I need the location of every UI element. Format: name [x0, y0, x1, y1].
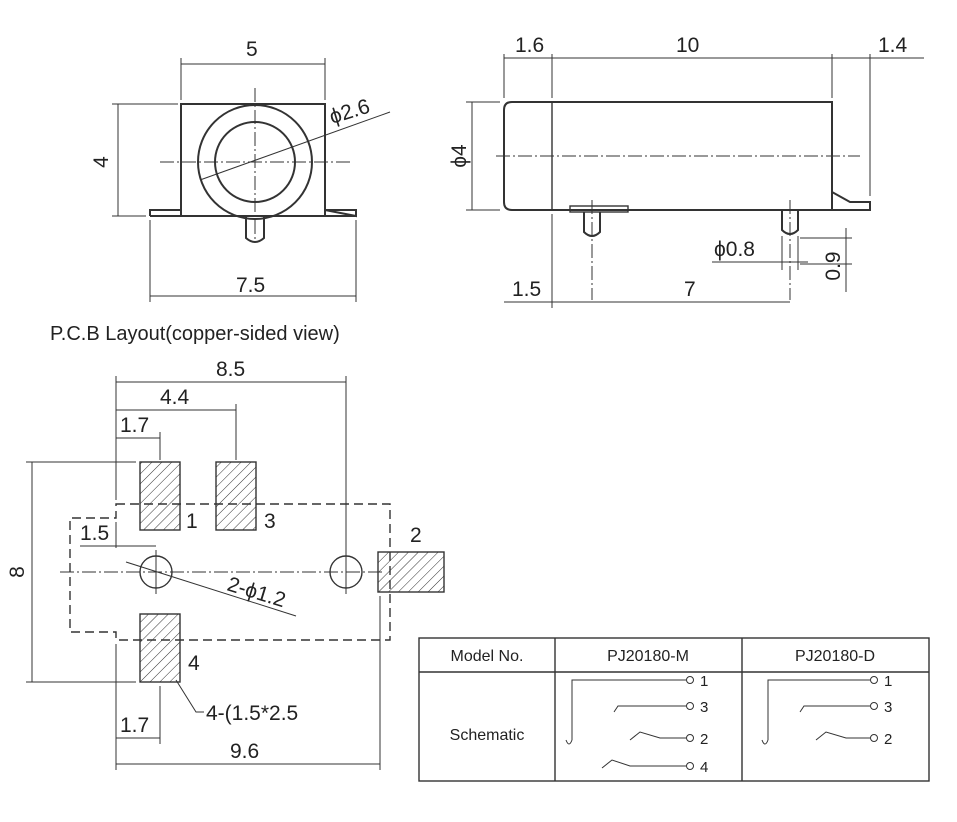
pad-2 [377, 551, 445, 593]
dim-side-pin-diameter: ϕ0.8 [714, 238, 755, 261]
dim-front-diameter: ϕ2.6 [327, 95, 373, 129]
dim-pcb-pad3: 4.4 [160, 386, 190, 409]
pcb-pin-2: 2 [410, 524, 422, 547]
schematic-d-pin-2: 2 [884, 731, 892, 748]
model-table: Model No. PJ20180-M PJ20180-D Schematic … [418, 637, 930, 782]
pad-1 [139, 461, 181, 531]
dim-pcb-pad4: 1.7 [120, 714, 149, 737]
dim-pcb-hole-offset: 1.5 [80, 522, 109, 545]
dim-side-length: 10 [676, 34, 699, 57]
pad-3 [215, 461, 257, 531]
table-row-schematic: Schematic [450, 727, 525, 744]
dim-pcb-pad-size: 4-(1.5*2.5 [206, 702, 298, 725]
schematic-m: 1 3 2 4 [565, 673, 708, 776]
dim-pcb-height: 8 [6, 566, 29, 578]
table-header-model: Model No. [451, 648, 524, 665]
dim-front-height: 4 [90, 156, 113, 168]
side-view: 1.6 10 1.4 ϕ4 ϕ0.8 0.9 1.5 7 [448, 34, 924, 308]
schematic-m-pin-4: 4 [700, 759, 708, 776]
schematic-d-pin-3: 3 [884, 699, 892, 716]
front-view: 5 4 ϕ2.6 7.5 [90, 38, 391, 302]
dim-side-pin-offset: 1.5 [512, 278, 541, 301]
dim-side-pin-height: 0.9 [822, 251, 845, 280]
schematic-m-pin-3: 3 [700, 699, 708, 716]
dim-pcb-body: 9.6 [230, 740, 259, 763]
pcb-layout: P.C.B Layout(copper-sided view) 1 3 2 4 … [6, 323, 445, 770]
dim-side-left: 1.6 [515, 34, 544, 57]
pcb-pin-3: 3 [264, 510, 276, 533]
dim-front-base: 7.5 [236, 274, 265, 297]
schematic-d-pin-1: 1 [884, 673, 892, 690]
dim-side-pin-pitch: 7 [684, 278, 696, 301]
dim-pcb-total: 8.5 [216, 358, 245, 381]
dim-pcb-holes: 2-ϕ1.2 [225, 573, 289, 612]
pad-4 [139, 613, 181, 683]
schematic-d: 1 3 2 [761, 673, 892, 748]
table-header-d: PJ20180-D [795, 648, 875, 665]
dim-front-width: 5 [246, 38, 258, 61]
pcb-pin-1: 1 [186, 510, 198, 533]
pcb-pin-4: 4 [188, 652, 200, 675]
table-header-m: PJ20180-M [607, 648, 689, 665]
dim-pcb-pad1: 1.7 [120, 414, 149, 437]
dim-side-diameter: ϕ4 [448, 144, 471, 168]
dim-side-right: 1.4 [878, 34, 908, 57]
schematic-m-pin-1: 1 [700, 673, 708, 690]
pcb-layout-title: P.C.B Layout(copper-sided view) [50, 323, 340, 345]
schematic-m-pin-2: 2 [700, 731, 708, 748]
